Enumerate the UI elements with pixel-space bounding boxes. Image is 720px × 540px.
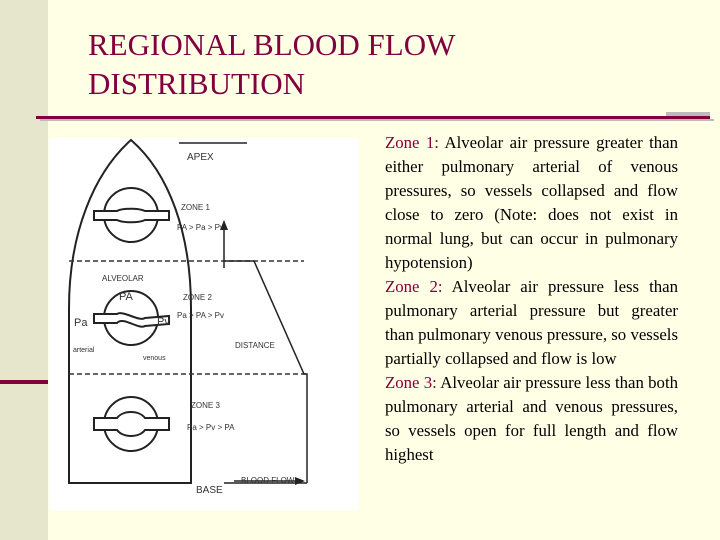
zone1-description: Zone 1: Alveolar air pressure greater th… (385, 131, 678, 275)
blood-flow-curve (225, 260, 308, 483)
zone3-text: Alveolar air pressure less than both pul… (385, 373, 678, 464)
venous-label: venous (143, 355, 166, 362)
zone3-heading: Zone 3: (385, 373, 437, 392)
zone-descriptions: Zone 1: Alveolar air pressure greater th… (385, 131, 678, 467)
zone1-formula: PA > Pa > Pv (177, 223, 224, 232)
blood-flow-label: BLOOD FLOW (241, 476, 295, 485)
distance-axis-arrowhead (220, 220, 228, 230)
pa-arterial-label: Pa (74, 317, 88, 329)
zone2-formula: Pa > PA > Pv (177, 311, 224, 320)
slide-title: REGIONAL BLOOD FLOW DISTRIBUTION (88, 26, 688, 104)
zone1-alveolus (93, 187, 170, 243)
alveolar-label: ALVEOLAR (102, 274, 144, 283)
title-rule (36, 116, 710, 119)
pa-alveolar-label: PA (119, 291, 134, 303)
base-label: BASE (196, 485, 223, 496)
zone3-alveolus (93, 396, 170, 452)
lung-zones-diagram: APEX ZONE 1 PA > Pa > Pv ALVEOLAR PA Pa … (49, 138, 359, 510)
zone3-description: Zone 3: Alveolar air pressure less than … (385, 371, 678, 467)
pv-label: Pv (157, 316, 170, 328)
zone2-text: Alveolar air pressure less than pulmonar… (385, 277, 678, 368)
zone1-text: Alveolar air pressure greater than eithe… (385, 133, 678, 272)
title-line-2: DISTRIBUTION (88, 65, 305, 101)
title-line-1: REGIONAL BLOOD FLOW (88, 27, 456, 62)
zone2-alveolus (93, 290, 170, 346)
lung-outline (68, 138, 192, 484)
zone1-label: ZONE 1 (181, 203, 210, 212)
title-rule-shadow (40, 119, 714, 121)
lung-zones-svg: APEX ZONE 1 PA > Pa > Pv ALVEOLAR PA Pa … (68, 138, 308, 496)
zone3-label: ZONE 3 (191, 401, 220, 410)
zone3-formula: Pa > Pv > PA (187, 423, 235, 432)
left-decorative-bar (0, 0, 48, 540)
zone2-description: Zone 2: Alveolar air pressure less than … (385, 275, 678, 371)
title-rule-end-block (666, 112, 710, 118)
blood-flow-arrowhead (295, 477, 305, 485)
arterial-label: arterial (73, 347, 95, 354)
zone2-heading: Zone 2: (385, 277, 443, 296)
apex-label: APEX (187, 152, 214, 163)
distance-label: DISTANCE (235, 341, 275, 350)
left-accent-stripe (0, 380, 48, 384)
zone2-label: ZONE 2 (183, 293, 212, 302)
zone1-heading: Zone 1: (385, 133, 439, 152)
